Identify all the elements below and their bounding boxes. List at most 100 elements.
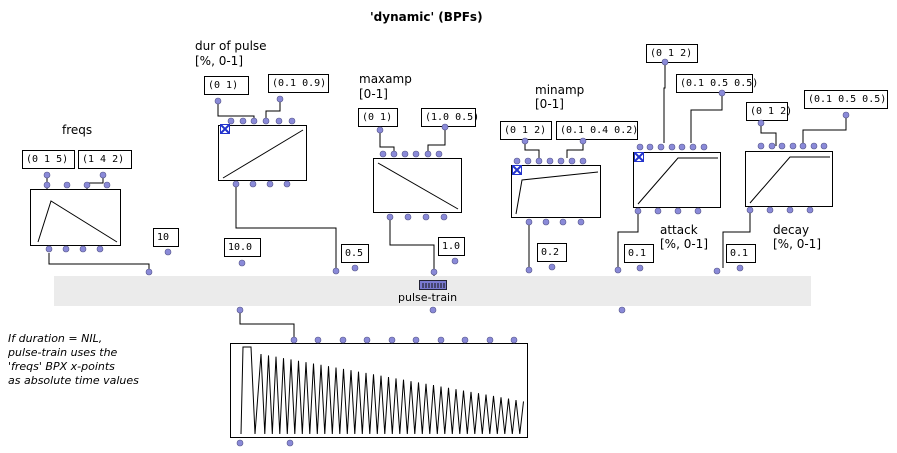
inlet-dot[interactable] — [276, 95, 284, 103]
inlet-dot[interactable] — [422, 213, 430, 221]
inlet-dot[interactable] — [430, 268, 438, 276]
inlet-dot[interactable] — [266, 180, 274, 188]
inlet-dot[interactable] — [441, 123, 449, 131]
inlet-dot[interactable] — [103, 181, 111, 189]
inlet-dot[interactable] — [45, 245, 53, 253]
inlet-dot[interactable] — [412, 336, 420, 344]
inlet-dot[interactable] — [43, 171, 51, 179]
inlet-dot[interactable] — [661, 58, 669, 66]
inlet-dot[interactable] — [43, 181, 51, 189]
inlet-dot[interactable] — [339, 336, 347, 344]
inlet-dot[interactable] — [96, 245, 104, 253]
inlet-dot[interactable] — [678, 143, 686, 151]
inlet-dot[interactable] — [332, 267, 340, 275]
inlet-dot[interactable] — [386, 213, 394, 221]
inlet-dot[interactable] — [810, 142, 818, 150]
inlet-dot[interactable] — [164, 248, 172, 256]
freqs-y-box[interactable]: (1 4 2) — [78, 150, 132, 169]
inlet-dot[interactable] — [376, 126, 384, 134]
inlet-dot[interactable] — [314, 336, 322, 344]
inlet-dot[interactable] — [778, 142, 786, 150]
inlet-dot[interactable] — [636, 264, 644, 272]
inlet-dot[interactable] — [579, 157, 587, 165]
inlet-dot[interactable] — [461, 336, 469, 344]
inlet-dot[interactable] — [634, 207, 642, 215]
inlet-dot[interactable] — [618, 306, 626, 314]
inlet-dot[interactable] — [657, 143, 665, 151]
inlet-dot[interactable] — [757, 119, 765, 127]
inlet-dot[interactable] — [232, 180, 240, 188]
inlet-dot[interactable] — [412, 150, 420, 158]
inlet-dot[interactable] — [718, 89, 726, 97]
inlet-dot[interactable] — [713, 267, 721, 275]
decay-bpf-editor[interactable] — [745, 151, 833, 207]
inlet-dot[interactable] — [700, 143, 708, 151]
inlet-dot[interactable] — [239, 117, 247, 125]
inlet-dot[interactable] — [542, 218, 550, 226]
inlet-dot[interactable] — [351, 264, 359, 272]
inlet-dot[interactable] — [694, 207, 702, 215]
decay-y-box[interactable]: (0.1 0.5 0.5) — [804, 90, 888, 109]
output-bpf-editor[interactable] — [230, 343, 528, 438]
inlet-dot[interactable] — [842, 111, 850, 119]
minamp-y-box[interactable]: (0.1 0.4 0.2) — [556, 121, 638, 140]
inlet-dot[interactable] — [435, 150, 443, 158]
inlet-dot[interactable] — [636, 143, 644, 151]
inlet-dot[interactable] — [525, 266, 533, 274]
lock-icon[interactable] — [634, 152, 644, 162]
inlet-dot[interactable] — [238, 259, 246, 267]
inlet-dot[interactable] — [363, 336, 371, 344]
num-box-0-2[interactable]: 0.2 — [537, 243, 567, 262]
inlet-dot[interactable] — [62, 245, 70, 253]
inlet-dot[interactable] — [510, 336, 518, 344]
dur-y-box[interactable]: (0.1 0.9) — [268, 74, 329, 93]
inlet-dot[interactable] — [614, 266, 622, 274]
decay-number-box[interactable]: 0.1 — [726, 244, 756, 263]
inlet-dot[interactable] — [275, 117, 283, 125]
inlet-dot[interactable] — [388, 336, 396, 344]
maxamp-y-box[interactable]: (1.0 0.5) — [421, 108, 479, 127]
inlet-dot[interactable] — [789, 142, 797, 150]
inlet-dot[interactable] — [820, 142, 828, 150]
dur-x-box[interactable]: (0 1) — [204, 76, 249, 95]
num-box-0-5[interactable]: 0.5 — [341, 244, 369, 263]
inlet-dot[interactable] — [486, 336, 494, 344]
inlet-dot[interactable] — [99, 171, 107, 179]
inlet-dot[interactable] — [513, 157, 521, 165]
inlet-dot[interactable] — [799, 142, 807, 150]
inlet-dot[interactable] — [429, 306, 437, 314]
inlet-dot[interactable] — [557, 157, 565, 165]
attack-x-box[interactable]: (0 1 2) — [646, 44, 698, 63]
inlet-dot[interactable] — [250, 117, 258, 125]
inlet-dot[interactable] — [236, 306, 244, 314]
inlet-dot[interactable] — [525, 218, 533, 226]
inlet-dot[interactable] — [379, 150, 387, 158]
inlet-dot[interactable] — [290, 336, 298, 344]
duration-number-box[interactable]: 10.0 — [224, 238, 261, 257]
inlet-dot[interactable] — [286, 439, 294, 447]
inlet-dot[interactable] — [283, 180, 291, 188]
inlet-dot[interactable] — [401, 150, 409, 158]
lock-icon[interactable] — [220, 124, 230, 134]
inlet-dot[interactable] — [63, 181, 71, 189]
inlet-dot[interactable] — [83, 181, 91, 189]
minamp-x-box[interactable]: (0 1 2) — [500, 121, 552, 140]
freqs-x-box[interactable]: (0 1 5) — [22, 150, 75, 169]
inlet-dot[interactable] — [674, 207, 682, 215]
inlet-dot[interactable] — [524, 157, 532, 165]
lock-icon[interactable] — [512, 165, 522, 175]
inlet-dot[interactable] — [579, 137, 587, 145]
inlet-dot[interactable] — [654, 207, 662, 215]
inlet-dot[interactable] — [768, 142, 776, 150]
maxamp-bpf-editor[interactable] — [373, 158, 462, 213]
inlet-dot[interactable] — [535, 157, 543, 165]
inlet-dot[interactable] — [646, 143, 654, 151]
inlet-dot[interactable] — [214, 97, 222, 105]
pulse-train-icon[interactable] — [419, 280, 447, 290]
inlet-dot[interactable] — [404, 213, 412, 221]
inlet-dot[interactable] — [568, 157, 576, 165]
inlet-dot[interactable] — [288, 117, 296, 125]
attack-number-box[interactable]: 0.1 — [624, 244, 654, 263]
inlet-dot[interactable] — [437, 336, 445, 344]
inlet-dot[interactable] — [668, 143, 676, 151]
